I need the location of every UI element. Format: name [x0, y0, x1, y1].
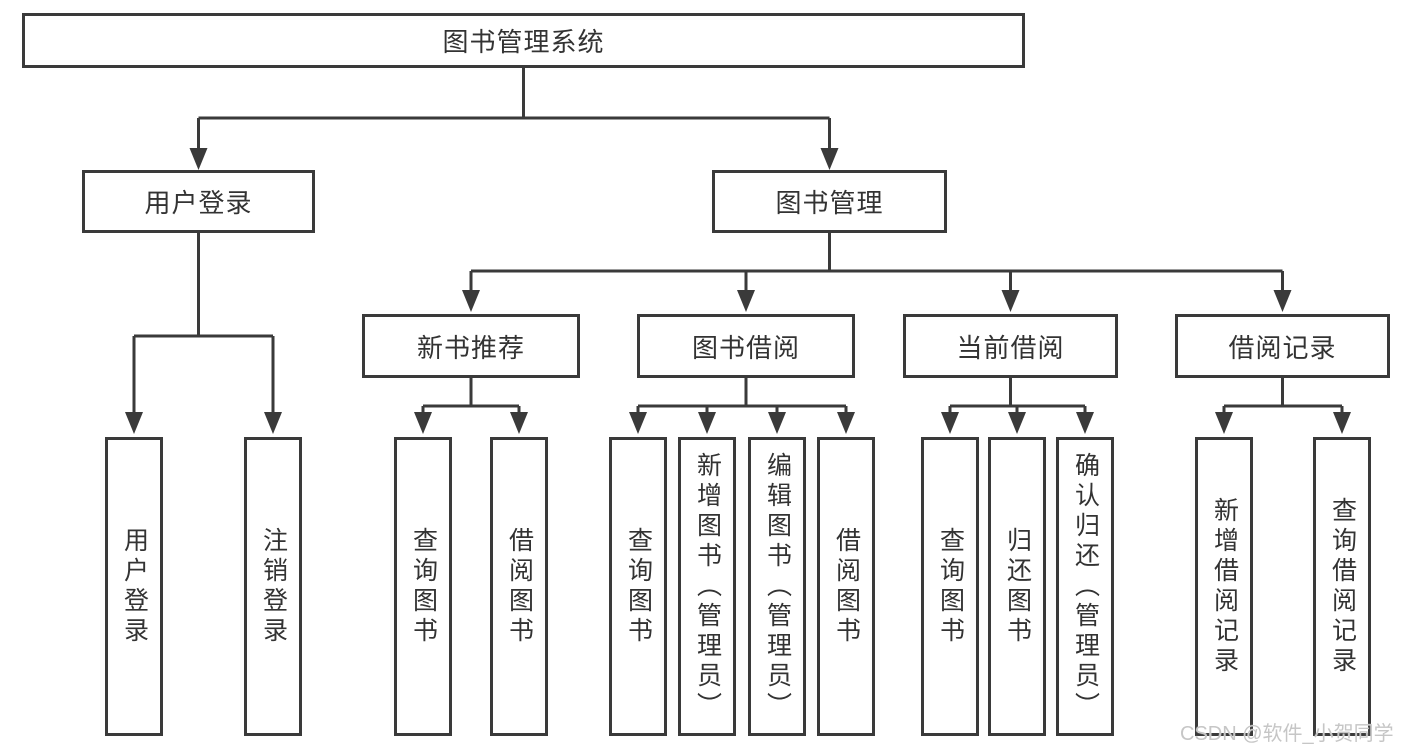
leaf-logout-label: 注销登录 — [259, 526, 288, 647]
leaf-newbooks-query-book: 查询图书 — [394, 437, 452, 736]
leaf-borrow-book: 借阅图书 — [817, 437, 875, 736]
leaf-query-borrow-record-label: 查询借阅记录 — [1328, 496, 1357, 677]
leaf-current-query-book-label: 查询图书 — [936, 526, 965, 647]
leaf-add-book-admin-label: 新增图书（管理员） — [693, 451, 722, 722]
node-user-login: 用户登录 — [82, 170, 315, 233]
leaf-query-borrow-record: 查询借阅记录 — [1313, 437, 1371, 736]
leaf-edit-book-admin: 编辑图书（管理员） — [748, 437, 806, 736]
leaf-add-borrow-record: 新增借阅记录 — [1195, 437, 1253, 736]
leaf-newbooks-borrow-book-label: 借阅图书 — [505, 526, 534, 647]
leaf-borrow-query-book-label: 查询图书 — [624, 526, 653, 647]
node-current-borrow-label: 当前借阅 — [956, 332, 1065, 363]
leaf-edit-book-admin-label: 编辑图书（管理员） — [763, 451, 792, 722]
leaf-newbooks-borrow-book: 借阅图书 — [490, 437, 548, 736]
node-user-login-label: 用户登录 — [144, 188, 253, 218]
node-new-book-recommend-label: 新书推荐 — [416, 332, 525, 363]
leaf-borrow-book-label: 借阅图书 — [832, 526, 861, 647]
leaf-user-login-label: 用户登录 — [120, 526, 149, 647]
node-root: 图书管理系统 — [22, 13, 1025, 68]
node-new-book-recommend: 新书推荐 — [362, 314, 580, 378]
leaf-current-query-book: 查询图书 — [921, 437, 979, 736]
leaf-confirm-return-admin: 确认归还（管理员） — [1056, 437, 1114, 736]
node-book-borrow-label: 图书借阅 — [691, 332, 800, 363]
node-current-borrow: 当前借阅 — [903, 314, 1118, 378]
node-book-management-label: 图书管理 — [775, 188, 884, 218]
node-borrow-records-label: 借阅记录 — [1228, 332, 1337, 363]
node-book-management: 图书管理 — [712, 170, 947, 233]
csdn-watermark: CSDN @软件_小贺同学 — [1180, 723, 1394, 745]
leaf-add-borrow-record-label: 新增借阅记录 — [1210, 496, 1239, 677]
arrowheads — [125, 148, 1351, 434]
leaf-confirm-return-admin-label: 确认归还（管理员） — [1071, 451, 1100, 722]
leaf-add-book-admin: 新增图书（管理员） — [678, 437, 736, 736]
node-root-label: 图书管理系统 — [442, 27, 605, 57]
node-book-borrow: 图书借阅 — [637, 314, 855, 378]
node-borrow-records: 借阅记录 — [1175, 314, 1390, 378]
leaf-return-book-label: 归还图书 — [1003, 526, 1032, 647]
leaf-logout: 注销登录 — [244, 437, 302, 736]
leaf-user-login: 用户登录 — [105, 437, 163, 736]
leaf-newbooks-query-book-label: 查询图书 — [409, 526, 438, 647]
leaf-return-book: 归还图书 — [988, 437, 1046, 736]
leaf-borrow-query-book: 查询图书 — [609, 437, 667, 736]
